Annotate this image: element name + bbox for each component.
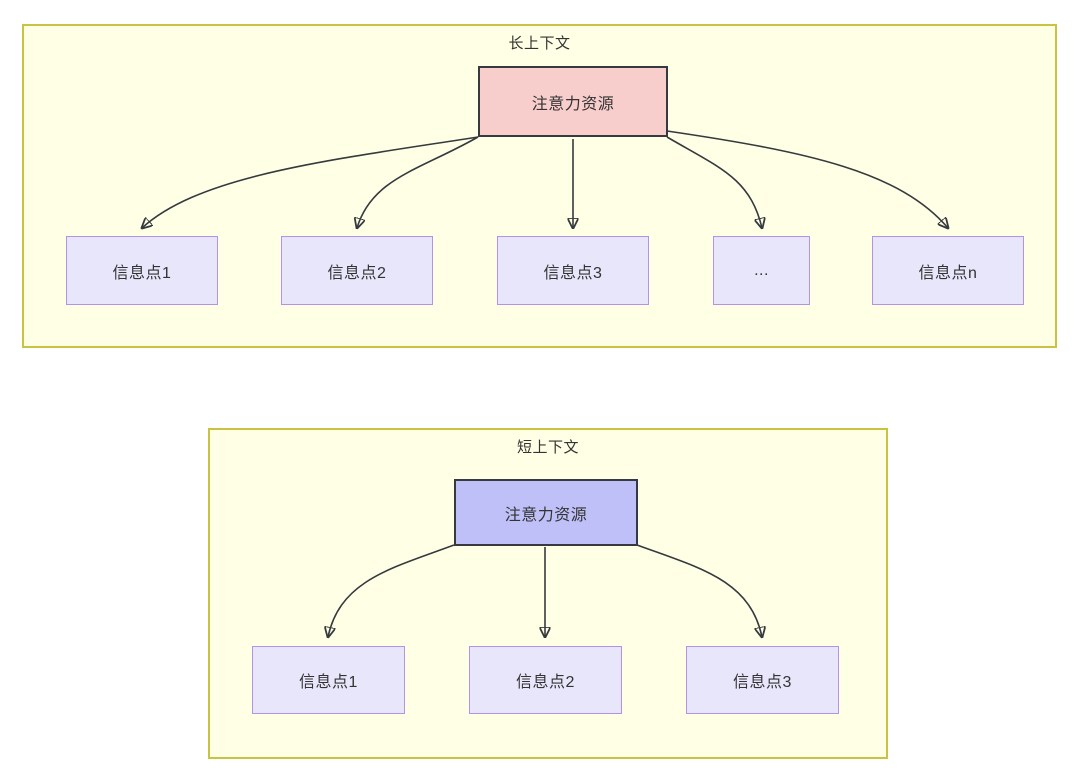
node-long-leaf-ellipsis-label: ... (754, 261, 769, 279)
node-short-leaf-3[interactable]: 信息点3 (686, 646, 839, 714)
node-long-root-label: 注意力资源 (531, 95, 615, 113)
node-long-leaf-n-label: 信息点n (918, 264, 978, 282)
node-long-leaf-3[interactable]: 信息点3 (497, 236, 649, 305)
node-long-root[interactable]: 注意力资源 (478, 66, 668, 137)
group-short-context-title: 短上下文 (516, 439, 579, 456)
node-short-root-label: 注意力资源 (504, 506, 588, 524)
node-long-leaf-1-label: 信息点1 (112, 264, 172, 282)
node-long-leaf-ellipsis[interactable]: ... (713, 236, 810, 305)
group-long-context-title: 长上下文 (508, 35, 571, 52)
node-short-leaf-2-label: 信息点2 (516, 674, 575, 691)
node-short-leaf-1-label: 信息点1 (299, 674, 358, 691)
node-long-leaf-2-label: 信息点2 (327, 264, 387, 282)
node-long-leaf-3-label: 信息点3 (543, 264, 603, 282)
node-long-leaf-1[interactable]: 信息点1 (66, 236, 218, 305)
node-short-root[interactable]: 注意力资源 (454, 479, 638, 546)
node-long-leaf-n[interactable]: 信息点n (872, 236, 1024, 305)
node-short-leaf-3-label: 信息点3 (733, 674, 792, 691)
node-long-leaf-2[interactable]: 信息点2 (281, 236, 433, 305)
node-short-leaf-2[interactable]: 信息点2 (469, 646, 622, 714)
node-short-leaf-1[interactable]: 信息点1 (252, 646, 405, 714)
